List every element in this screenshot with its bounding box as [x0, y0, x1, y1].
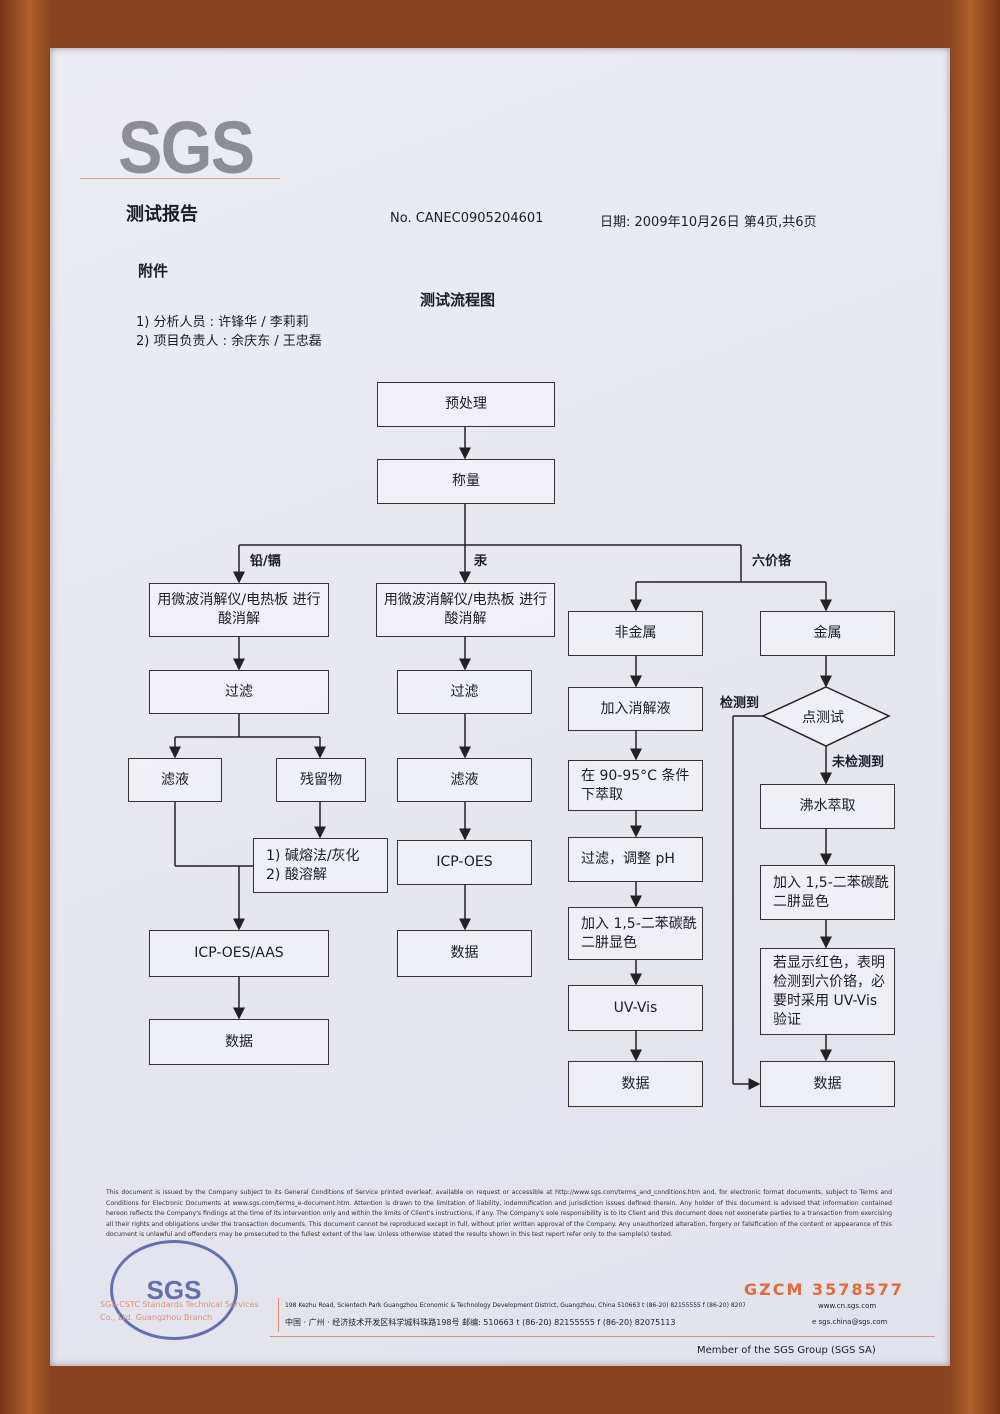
- filter-adjust-ph-step: 过滤，调整 pH: [568, 837, 703, 882]
- report-title: 测试报告: [126, 204, 198, 225]
- extraction-step: 在 90-95°C 条件下萃取: [568, 760, 703, 811]
- spot-test-decision: 点测试: [802, 710, 844, 726]
- metal-step: 金属: [760, 611, 895, 656]
- mercury-filtrate-step: 滤液: [397, 758, 532, 802]
- sgs-logo: SGS: [118, 106, 255, 189]
- add-digest-solution-step: 加入消解液: [568, 687, 703, 731]
- address-chinese: 中国 · 广州 · 经济技术开发区科学城科珠路198号 邮编: 510663 t…: [285, 1318, 676, 1327]
- lead-residue-step: 残留物: [276, 758, 366, 802]
- residue-treatment-step: 1) 碱熔法/灰化 2) 酸溶解: [253, 838, 388, 893]
- mercury-data-step: 数据: [397, 930, 532, 977]
- manager-line: 2) 项目负责人 : 余庆东 / 王忠磊: [136, 334, 322, 349]
- lead-filtrate-step: 滤液: [128, 758, 222, 802]
- lead-data-step: 数据: [149, 1019, 329, 1065]
- lead-instrument-step: ICP-OES/AAS: [149, 930, 329, 977]
- weighing-step: 称量: [377, 459, 555, 504]
- address-english: 198 Kezhu Road, Scientech Park Guangzhou…: [285, 1302, 745, 1309]
- mercury-digest-step: 用微波消解仪/电热板 进行酸消解: [376, 583, 555, 637]
- branch-lead-cadmium: 铅/镉: [250, 554, 281, 569]
- mercury-filter-step: 过滤: [397, 670, 532, 714]
- legal-disclaimer: This document is issued by the Company s…: [106, 1189, 892, 1238]
- boiling-water-extraction-step: 沸水萃取: [760, 784, 895, 829]
- sgs-stamp: SGS: [110, 1240, 238, 1340]
- nonmetal-step: 非金属: [568, 611, 703, 656]
- report-date-page: 日期: 2009年10月26日 第4页,共6页: [600, 215, 817, 230]
- company-name: SGS-CSTC Standards Technical Services Co…: [100, 1300, 259, 1322]
- mercury-instrument-step: ICP-OES: [397, 840, 532, 885]
- serial-number: GZCM 3578577: [744, 1280, 904, 1299]
- metal-color-step: 加入 1,5-二苯碳酰二肼显色: [760, 865, 895, 920]
- nonmetal-color-step: 加入 1,5-二苯碳酰二肼显色: [568, 907, 703, 960]
- metal-data-step: 数据: [760, 1061, 895, 1107]
- report-number: No. CANEC0905204601: [390, 211, 544, 226]
- website: www.cn.sgs.com: [818, 1302, 877, 1310]
- branch-chromium-vi: 六价铬: [752, 554, 792, 569]
- pretreatment-step: 预处理: [377, 382, 555, 427]
- footer-divider: [278, 1298, 279, 1332]
- detected-label: 检测到: [720, 696, 760, 711]
- branch-mercury: 汞: [474, 554, 488, 569]
- email: e sgs.china@sgs.com: [812, 1318, 888, 1326]
- lead-filter-step: 过滤: [149, 670, 329, 714]
- not-detected-label: 未检测到: [832, 755, 885, 770]
- attachment-title: 附件: [138, 262, 169, 280]
- lead-digest-step: 用微波消解仪/电热板 进行酸消解: [149, 583, 329, 637]
- red-color-verify-step: 若显示红色，表明检测到六价铬，必要时采用 UV-Vis 验证: [760, 948, 895, 1035]
- member-note: Member of the SGS Group (SGS SA): [697, 1345, 876, 1356]
- analyst-line: 1) 分析人员 : 许锋华 / 李莉莉: [136, 315, 309, 330]
- footer-rule: [270, 1336, 935, 1337]
- nonmetal-data-step: 数据: [568, 1061, 703, 1107]
- flowchart-title: 测试流程图: [420, 291, 496, 309]
- logo-rule: [80, 178, 280, 179]
- uv-vis-step: UV-Vis: [568, 985, 703, 1031]
